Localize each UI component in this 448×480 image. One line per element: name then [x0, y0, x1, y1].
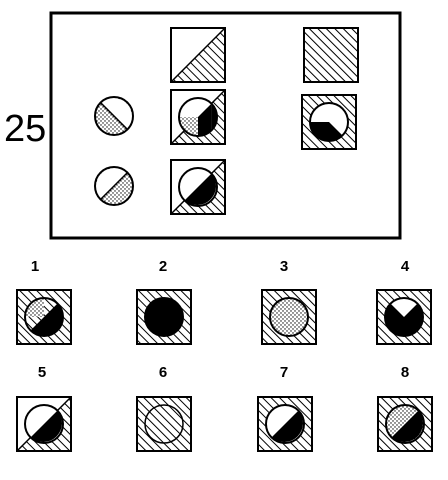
option-8[interactable] — [377, 396, 433, 452]
option-5[interactable] — [16, 396, 72, 452]
option-label-7: 7 — [280, 364, 288, 381]
option-1[interactable] — [16, 289, 72, 345]
cell-r3c2 — [170, 159, 226, 215]
option-label-8: 8 — [401, 364, 409, 381]
option-label-5: 5 — [38, 364, 46, 381]
option-4[interactable] — [376, 289, 432, 345]
option-6[interactable] — [136, 396, 192, 452]
cell-r2c2 — [170, 89, 226, 145]
cell-r1c3 — [303, 27, 359, 83]
cell-r2c1 — [94, 96, 134, 136]
puzzle-number: 25 — [4, 108, 46, 150]
option-label-1: 1 — [31, 258, 39, 275]
option-label-6: 6 — [159, 364, 167, 381]
option-label-2: 2 — [159, 258, 167, 275]
cell-r1c2 — [170, 27, 226, 83]
cell-r2c3 — [301, 94, 357, 150]
option-label-3: 3 — [280, 258, 288, 275]
question-frame — [49, 11, 402, 240]
option-7[interactable] — [257, 396, 313, 452]
option-label-4: 4 — [401, 258, 410, 275]
option-3[interactable] — [261, 289, 317, 345]
option-2[interactable] — [136, 289, 192, 345]
cell-r3c1 — [94, 166, 134, 206]
